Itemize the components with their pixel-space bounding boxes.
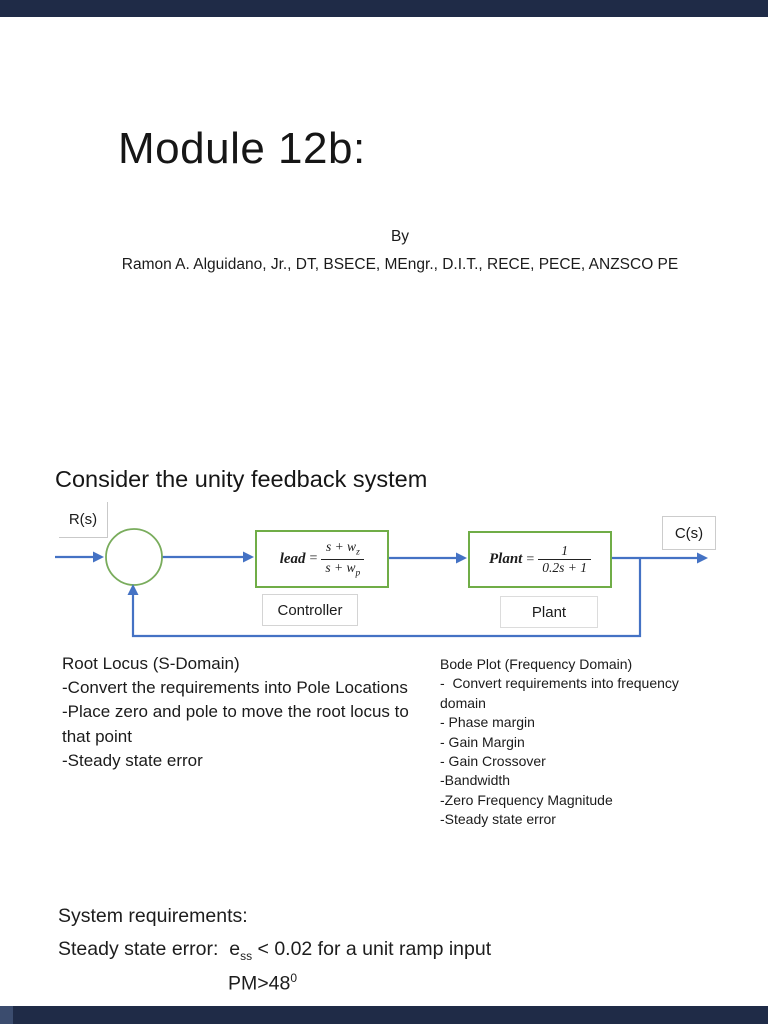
- controller-arrowhead-icon: [243, 551, 254, 563]
- bode-line: -Zero Frequency Magnitude: [440, 791, 613, 808]
- bode-plot-notes: Bode Plot (Frequency Domain) - Convert r…: [440, 655, 679, 830]
- requirements-heading: System requirements:: [58, 905, 248, 927]
- viewer-bottom-accent: [0, 1006, 13, 1024]
- input-signal-text: R(s): [68, 511, 98, 528]
- bode-line: Bode Plot (Frequency Domain): [440, 656, 633, 672]
- output-arrowhead-icon: [697, 552, 708, 564]
- bode-line: - Convert requirements into frequency: [440, 675, 679, 692]
- feedback-path: [131, 558, 642, 638]
- section-heading: Consider the unity feedback system: [55, 466, 428, 492]
- root-locus-line: -Place zero and pole to move the root lo…: [62, 702, 409, 722]
- bode-line: - Gain Margin: [440, 733, 525, 750]
- root-locus-line: that point: [62, 726, 132, 746]
- feedback-arrowhead-icon: [127, 584, 139, 595]
- plant-caption: Plant: [500, 596, 598, 628]
- root-locus-notes: Root Locus (S-Domain) -Convert the requi…: [62, 652, 409, 773]
- phase-margin-line: PM>480: [228, 971, 298, 995]
- bode-line: -Steady state error: [440, 811, 556, 828]
- ss-subscript: ss: [240, 948, 253, 963]
- plant-arrowhead-icon: [456, 552, 467, 564]
- plant-formula-denominator: 0.2s + 1: [538, 559, 591, 576]
- plant-block: Plant = 1 0.2s + 1: [468, 531, 612, 588]
- block-diagram-wires: [55, 528, 708, 638]
- byline: By: [390, 228, 410, 245]
- input-arrowhead-icon: [93, 551, 104, 563]
- slide-title: Module 12b:: [118, 124, 366, 173]
- root-locus-line: -Convert the requirements into Pole Loca…: [62, 678, 408, 698]
- plant-formula-equals: =: [526, 551, 535, 567]
- controller-formula-name: lead: [279, 550, 306, 567]
- pm-superscript: 0: [290, 971, 298, 985]
- controller-formula-equals: =: [309, 551, 318, 566]
- viewer-bottom-bar: [0, 1006, 768, 1024]
- bode-line: domain: [440, 694, 486, 711]
- bode-line: - Gain Crossover: [440, 753, 546, 770]
- controller-formula-numerator: s + wz: [325, 538, 360, 558]
- bode-line: - Phase margin: [440, 714, 535, 731]
- controller-formula-denominator: s + wp: [321, 558, 365, 580]
- arrowheads: [93, 551, 708, 595]
- output-signal-text: C(s): [674, 524, 704, 542]
- signal-lines: [55, 555, 697, 638]
- plant-formula-fraction: 1 0.2s + 1: [538, 543, 591, 575]
- controller-formula-fraction: s + wz s + wp: [321, 538, 365, 580]
- author-line: Ramon A. Alguidano, Jr., DT, BSECE, MEng…: [121, 256, 679, 273]
- plant-caption-text: Plant: [531, 603, 567, 621]
- root-locus-line: Root Locus (S-Domain): [62, 654, 240, 673]
- bode-line: -Bandwidth: [440, 772, 511, 789]
- input-signal-label: R(s): [59, 502, 108, 538]
- steady-state-error-line: Steady state error: ess < 0.02 for a uni…: [58, 938, 492, 963]
- plant-formula-name: Plant: [489, 551, 523, 567]
- controller-caption: Controller: [262, 594, 358, 626]
- root-locus-line: -Steady state error: [62, 750, 203, 770]
- summing-junction-circle: [105, 528, 163, 586]
- viewer-top-bar: [0, 0, 768, 17]
- output-signal-label: C(s): [662, 516, 716, 550]
- plant-formula-numerator: 1: [561, 543, 568, 559]
- controller-block: lead = s + wz s + wp: [255, 530, 389, 588]
- controller-caption-text: Controller: [277, 601, 343, 619]
